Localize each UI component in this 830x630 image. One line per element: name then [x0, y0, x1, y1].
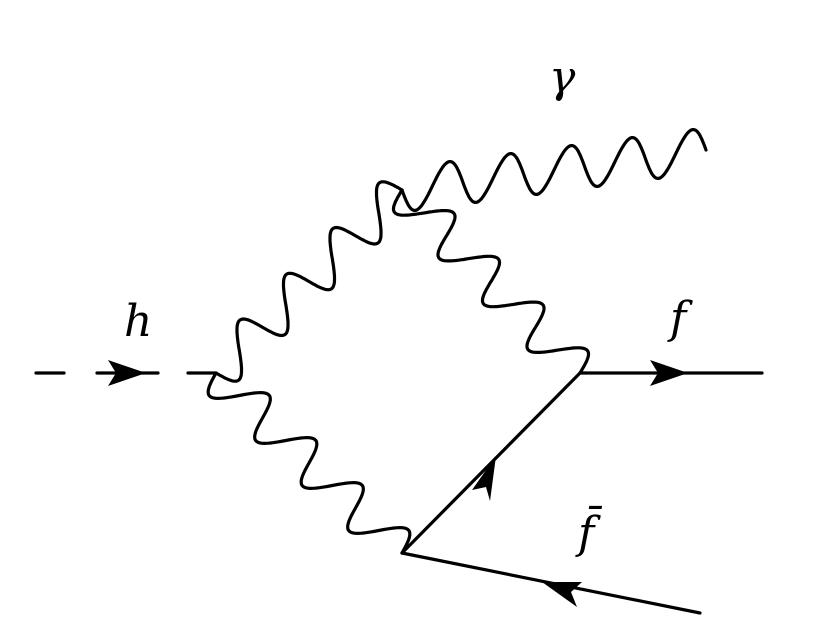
- outgoing-antifermion-arrow-icon: [542, 582, 582, 607]
- antifermion-label: f̄: [575, 504, 602, 559]
- w-boson-right-line: [391, 188, 591, 375]
- higgs-propagator: [34, 360, 218, 386]
- internal-fermion-arrow-icon: [472, 456, 496, 501]
- fermion-label: f: [667, 293, 693, 344]
- w-boson-upper-line: [214, 180, 404, 383]
- higgs-arrow-icon: [108, 360, 146, 386]
- w-boson-lower-line: [206, 371, 412, 555]
- internal-fermion-segment: [400, 371, 582, 555]
- photon-label: γ: [549, 52, 576, 103]
- outgoing-fermion-arrow-icon: [650, 360, 688, 386]
- outgoing-antifermion-line: [400, 551, 702, 615]
- higgs-label: h: [124, 296, 152, 347]
- photon-line: [400, 128, 708, 212]
- outgoing-fermion-line: [578, 360, 764, 386]
- internal-fermion-line: [400, 371, 582, 555]
